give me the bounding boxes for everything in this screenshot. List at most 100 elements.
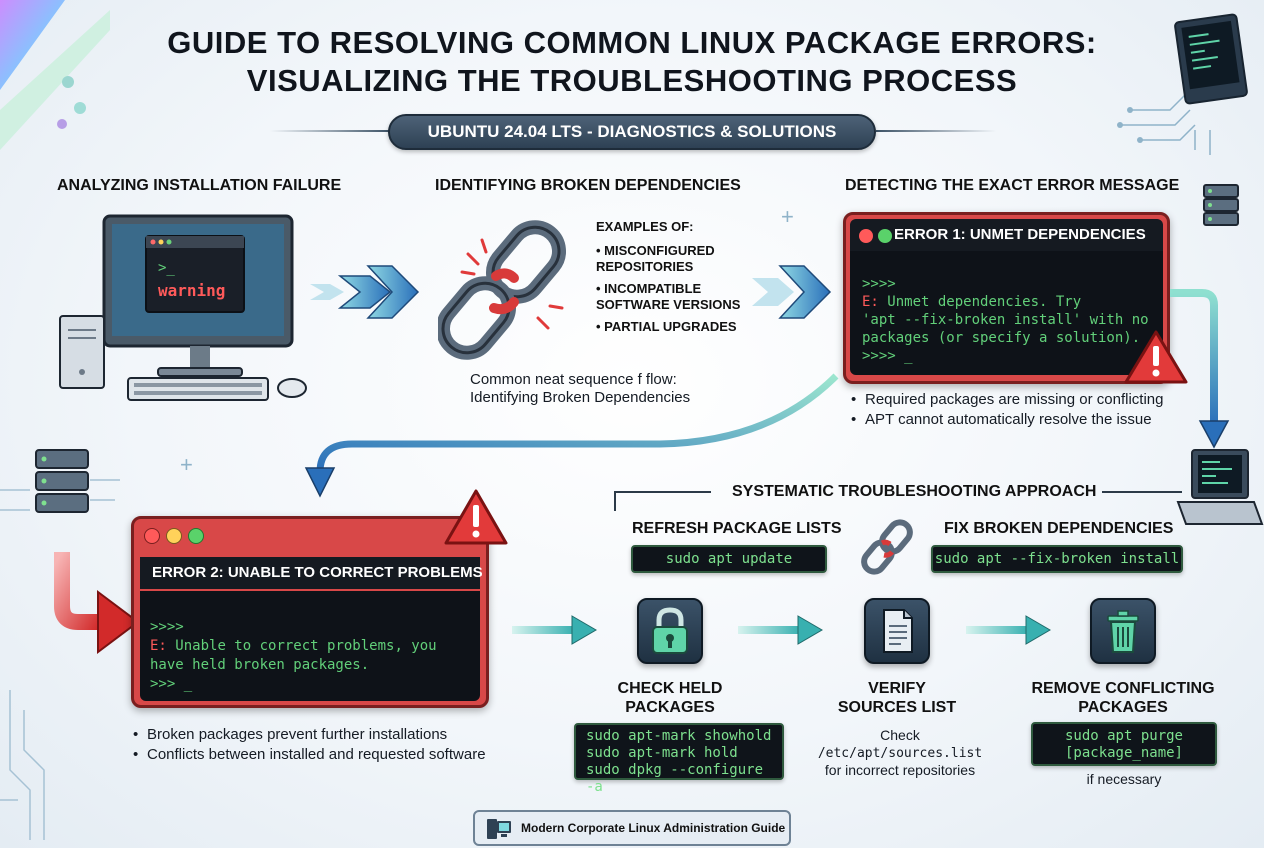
- error2-line-1: E: Unable to correct problems, you: [150, 637, 437, 656]
- error2-bullets: Broken packages prevent further installa…: [133, 725, 486, 765]
- remove-conflicting-label: REMOVE CONFLICTING PACKAGES: [1025, 679, 1221, 717]
- example-item-label: PARTIAL UPGRADES: [604, 319, 737, 334]
- error2-window: ERROR 2: UNABLE TO CORRECT PROBLEMS >>>>…: [131, 516, 489, 708]
- systematic-frame: [614, 491, 616, 511]
- bullet-item: Conflicts between installed and requeste…: [133, 745, 486, 765]
- error1-text-1: Unmet dependencies. Try: [887, 294, 1082, 310]
- warning-triangle-icon: [444, 489, 508, 545]
- window-max-dot[interactable]: [188, 528, 204, 544]
- flow-arrow-down-right: [1170, 289, 1230, 449]
- mouse-icon: [277, 378, 307, 398]
- window-min-dot[interactable]: [166, 528, 182, 544]
- bullet-item: Broken packages prevent further installa…: [133, 725, 486, 745]
- broken-chain-icon: [438, 220, 566, 360]
- flow-arrow-curve: [304, 373, 839, 498]
- small-monitor-icon: [1174, 13, 1248, 105]
- window-max-dot[interactable]: [878, 229, 892, 243]
- broken-deps-heading: IDENTIFYING BROKEN DEPENDENCIES: [435, 177, 741, 194]
- broken-chain-icon: [861, 519, 913, 575]
- title-divider-left: [270, 130, 390, 132]
- verify-sources-note-line-1: Check /etc/apt/sources.list: [800, 727, 1000, 762]
- error1-prompt: >>>>: [862, 276, 896, 292]
- verify-sources-note: Check /etc/apt/sources.list for incorrec…: [800, 727, 1000, 779]
- error1-title: ERROR 1: UNMET DEPENDENCIES: [894, 226, 1146, 243]
- title-divider-right: [876, 130, 996, 132]
- analyzing-heading: ANALYZING INSTALLATION FAILURE: [57, 177, 342, 194]
- flow-arrow-5: [966, 615, 1051, 645]
- refresh-command[interactable]: sudo apt update: [631, 545, 827, 573]
- check-held-cmd-1: sudo apt-mark showhold: [586, 728, 772, 744]
- verify-sources-label-line-2: SOURCES LIST: [837, 699, 957, 716]
- remove-conflicting-note: if necessary: [1086, 771, 1162, 787]
- error1-prefix: E:: [862, 294, 879, 310]
- error2-prefix: E:: [150, 638, 167, 654]
- refresh-heading: REFRESH PACKAGE LISTS: [632, 520, 842, 537]
- example-item-label: MISCONFIGURED REPOSITORIES: [596, 243, 715, 274]
- check-held-label: CHECK HELD PACKAGES: [600, 679, 740, 717]
- check-held-cmd-2: sudo apt-mark hold: [586, 745, 738, 761]
- window-close-dot[interactable]: [144, 528, 160, 544]
- document-icon: [883, 609, 913, 653]
- error1-line-3: packages (or specify a solution).: [862, 330, 1141, 346]
- circuit-monitor-decoration: [1117, 13, 1248, 155]
- broken-caption: Common neat sequence f flow: Identifying…: [470, 371, 690, 407]
- flow-arrow-2: [752, 265, 832, 319]
- detecting-bullets: Required packages are missing or conflic…: [851, 390, 1163, 430]
- error2-prompt: >>>>: [150, 619, 184, 635]
- remove-conflicting-commands[interactable]: sudo apt purge [package_name]: [1031, 722, 1217, 766]
- screen-prompt: >_: [158, 260, 175, 276]
- example-item: • INCOMPATIBLE SOFTWARE VERSIONS: [596, 281, 741, 312]
- bullet-item: Required packages are missing or conflic…: [851, 390, 1163, 410]
- remove-conflicting-label-line-2: PACKAGES: [1078, 699, 1168, 716]
- monitor-icon: >_ warning: [102, 214, 294, 377]
- verify-sources-tile: [864, 598, 930, 664]
- screen-warning-text: warning: [158, 281, 225, 300]
- check-held-commands[interactable]: sudo apt-mark showhold sudo apt-mark hol…: [574, 723, 784, 795]
- corner-gradient-decoration: [0, 0, 110, 150]
- remove-conflicting-label-line-1: REMOVE CONFLICTING: [1031, 680, 1215, 697]
- bullet-item: APT cannot automatically resolve the iss…: [851, 410, 1163, 430]
- detecting-heading: DETECTING THE EXACT ERROR MESSAGE: [845, 177, 1180, 194]
- remove-cmd-1: sudo apt purge: [1064, 728, 1183, 744]
- example-item: • MISCONFIGURED REPOSITORIES: [596, 243, 715, 274]
- check-held-label-line-2: PACKAGES: [625, 699, 715, 716]
- error2-text-1: Unable to correct problems, you: [175, 638, 437, 654]
- remove-conflicting-tile: [1090, 598, 1156, 664]
- systematic-frame: [1102, 491, 1182, 493]
- fix-command[interactable]: sudo apt --fix-broken install: [931, 545, 1183, 573]
- examples-box: EXAMPLES OF: • MISCONFIGURED REPOSITORIE…: [596, 219, 776, 335]
- window-close-dot[interactable]: [859, 229, 873, 243]
- subtitle-pill: UBUNTU 24.04 LTS - DIAGNOSTICS & SOLUTIO…: [388, 114, 876, 150]
- check-held-label-line-1: CHECK HELD: [617, 680, 723, 697]
- left-server-decoration: [0, 449, 120, 513]
- tower-icon: [59, 315, 105, 389]
- plus-decoration: +: [781, 204, 794, 229]
- page-title: GUIDE TO RESOLVING COMMON LINUX PACKAGE …: [60, 24, 1204, 100]
- error1-line-1: E: Unmet dependencies. Try: [862, 293, 1149, 311]
- systematic-heading: SYSTEMATIC TROUBLESHOOTING APPROACH: [732, 483, 1097, 500]
- flow-arrow-3: [512, 615, 597, 645]
- verify-sources-label-line-1: VERIFY: [868, 680, 926, 697]
- server-stack-icon: [1203, 184, 1239, 226]
- error1-prompt-2: >>>> _: [862, 348, 913, 364]
- error1-line-2: 'apt --fix-broken install' with no: [862, 312, 1149, 328]
- error1-window: ERROR 1: UNMET DEPENDENCIES >>>>E: Unmet…: [843, 212, 1170, 384]
- check-held-cmd-3: sudo dpkg --configure -a: [586, 762, 764, 795]
- footer-text: Modern Corporate Linux Administration Gu…: [521, 821, 786, 835]
- remove-cmd-2: [package_name]: [1064, 745, 1183, 761]
- examples-title: EXAMPLES OF:: [596, 219, 694, 234]
- trash-icon: [1107, 610, 1139, 653]
- footer-badge: Modern Corporate Linux Administration Gu…: [473, 810, 791, 846]
- title-line-1: GUIDE TO RESOLVING COMMON LINUX PACKAGE …: [167, 25, 1097, 60]
- broken-caption-line-1: Common neat sequence f flow:: [470, 371, 677, 388]
- title-line-2: VISUALIZING THE TROUBLESHOOTING PROCESS: [246, 63, 1018, 98]
- server-monitor-icon: [487, 819, 511, 839]
- flow-arrow-red: [54, 552, 140, 654]
- computer-illustration: >_ warning: [59, 214, 307, 401]
- check-held-tile: [637, 598, 703, 664]
- error2-line-2: have held broken packages.: [150, 657, 370, 673]
- laptop-icon: [1176, 449, 1264, 525]
- broken-caption-line-2: Identifying Broken Dependencies: [470, 389, 691, 406]
- verify-sources-label: VERIFY SOURCES LIST: [827, 679, 967, 717]
- verify-sources-note-line-2: for incorrect repositories: [824, 762, 976, 778]
